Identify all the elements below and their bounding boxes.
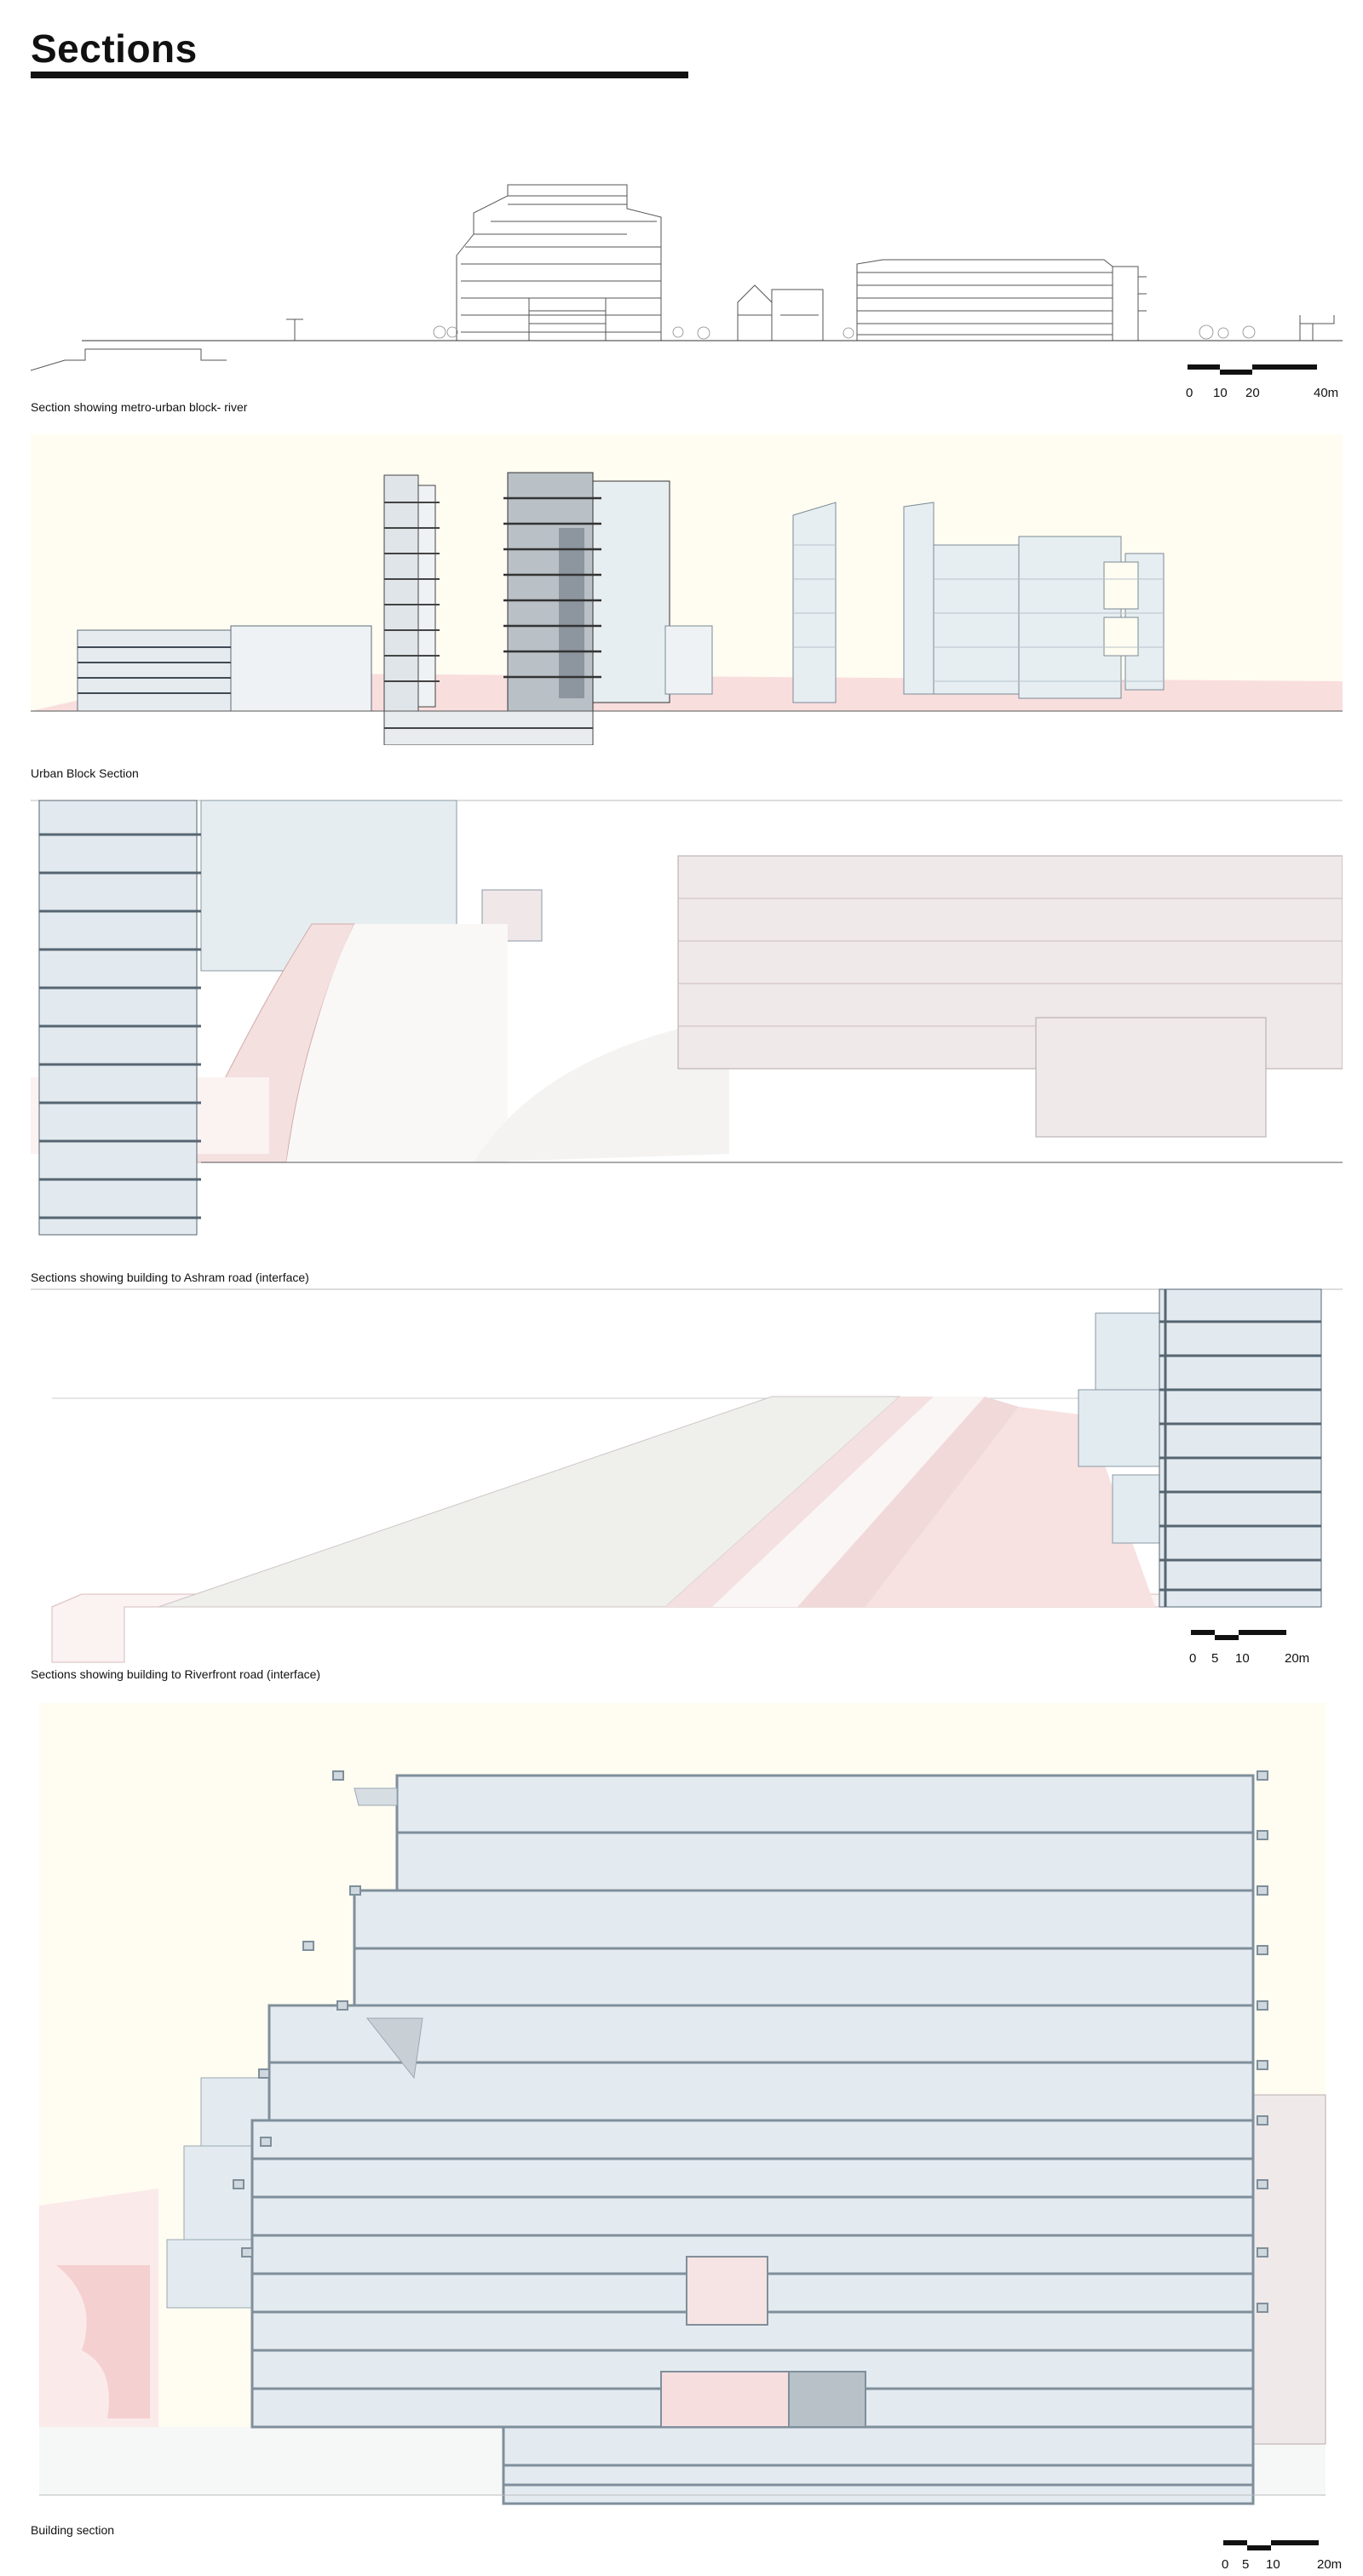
scale-label: 5 <box>1242 2557 1250 2572</box>
scale-label: 0 <box>1222 2557 1229 2572</box>
scale-label: 10 <box>1266 2557 1280 2572</box>
scale-label: 5 <box>1211 1651 1219 1666</box>
section-caption: Sections showing building to Ashram road… <box>31 1271 309 1284</box>
section-drawing-metro-river <box>31 184 1343 371</box>
page-title: Sections <box>31 26 198 71</box>
scale-label: 10 <box>1213 386 1228 400</box>
scale-label: 0 <box>1186 386 1193 400</box>
scale-bar-section-4: 0 5 10 20m <box>1189 1630 1344 1666</box>
section-caption: Section showing metro-urban block- river <box>31 400 248 414</box>
scale-label: 40m <box>1314 386 1339 400</box>
section-caption: Sections showing building to Riverfront … <box>31 1667 321 1681</box>
scale-label: 20m <box>1285 1651 1310 1666</box>
scale-label: 20 <box>1245 386 1260 400</box>
scale-bar-section-1: 0 10 20 40m <box>1186 364 1358 400</box>
scale-bar-section-5: 0 5 10 20m <box>1222 2540 1351 2574</box>
scale-label: 0 <box>1189 1651 1197 1666</box>
section-drawing-riverfront-road <box>31 1288 1343 1663</box>
section-drawing-urban-block <box>31 434 1343 745</box>
scale-label: 10 <box>1235 1651 1250 1666</box>
title-underline <box>31 72 688 78</box>
section-caption: Building section <box>31 2523 115 2537</box>
section-drawing-building <box>39 1703 1326 2505</box>
section-drawing-ashram-road <box>31 800 1343 1236</box>
section-caption: Urban Block Section <box>31 766 139 780</box>
scale-label: 20m <box>1317 2557 1343 2572</box>
